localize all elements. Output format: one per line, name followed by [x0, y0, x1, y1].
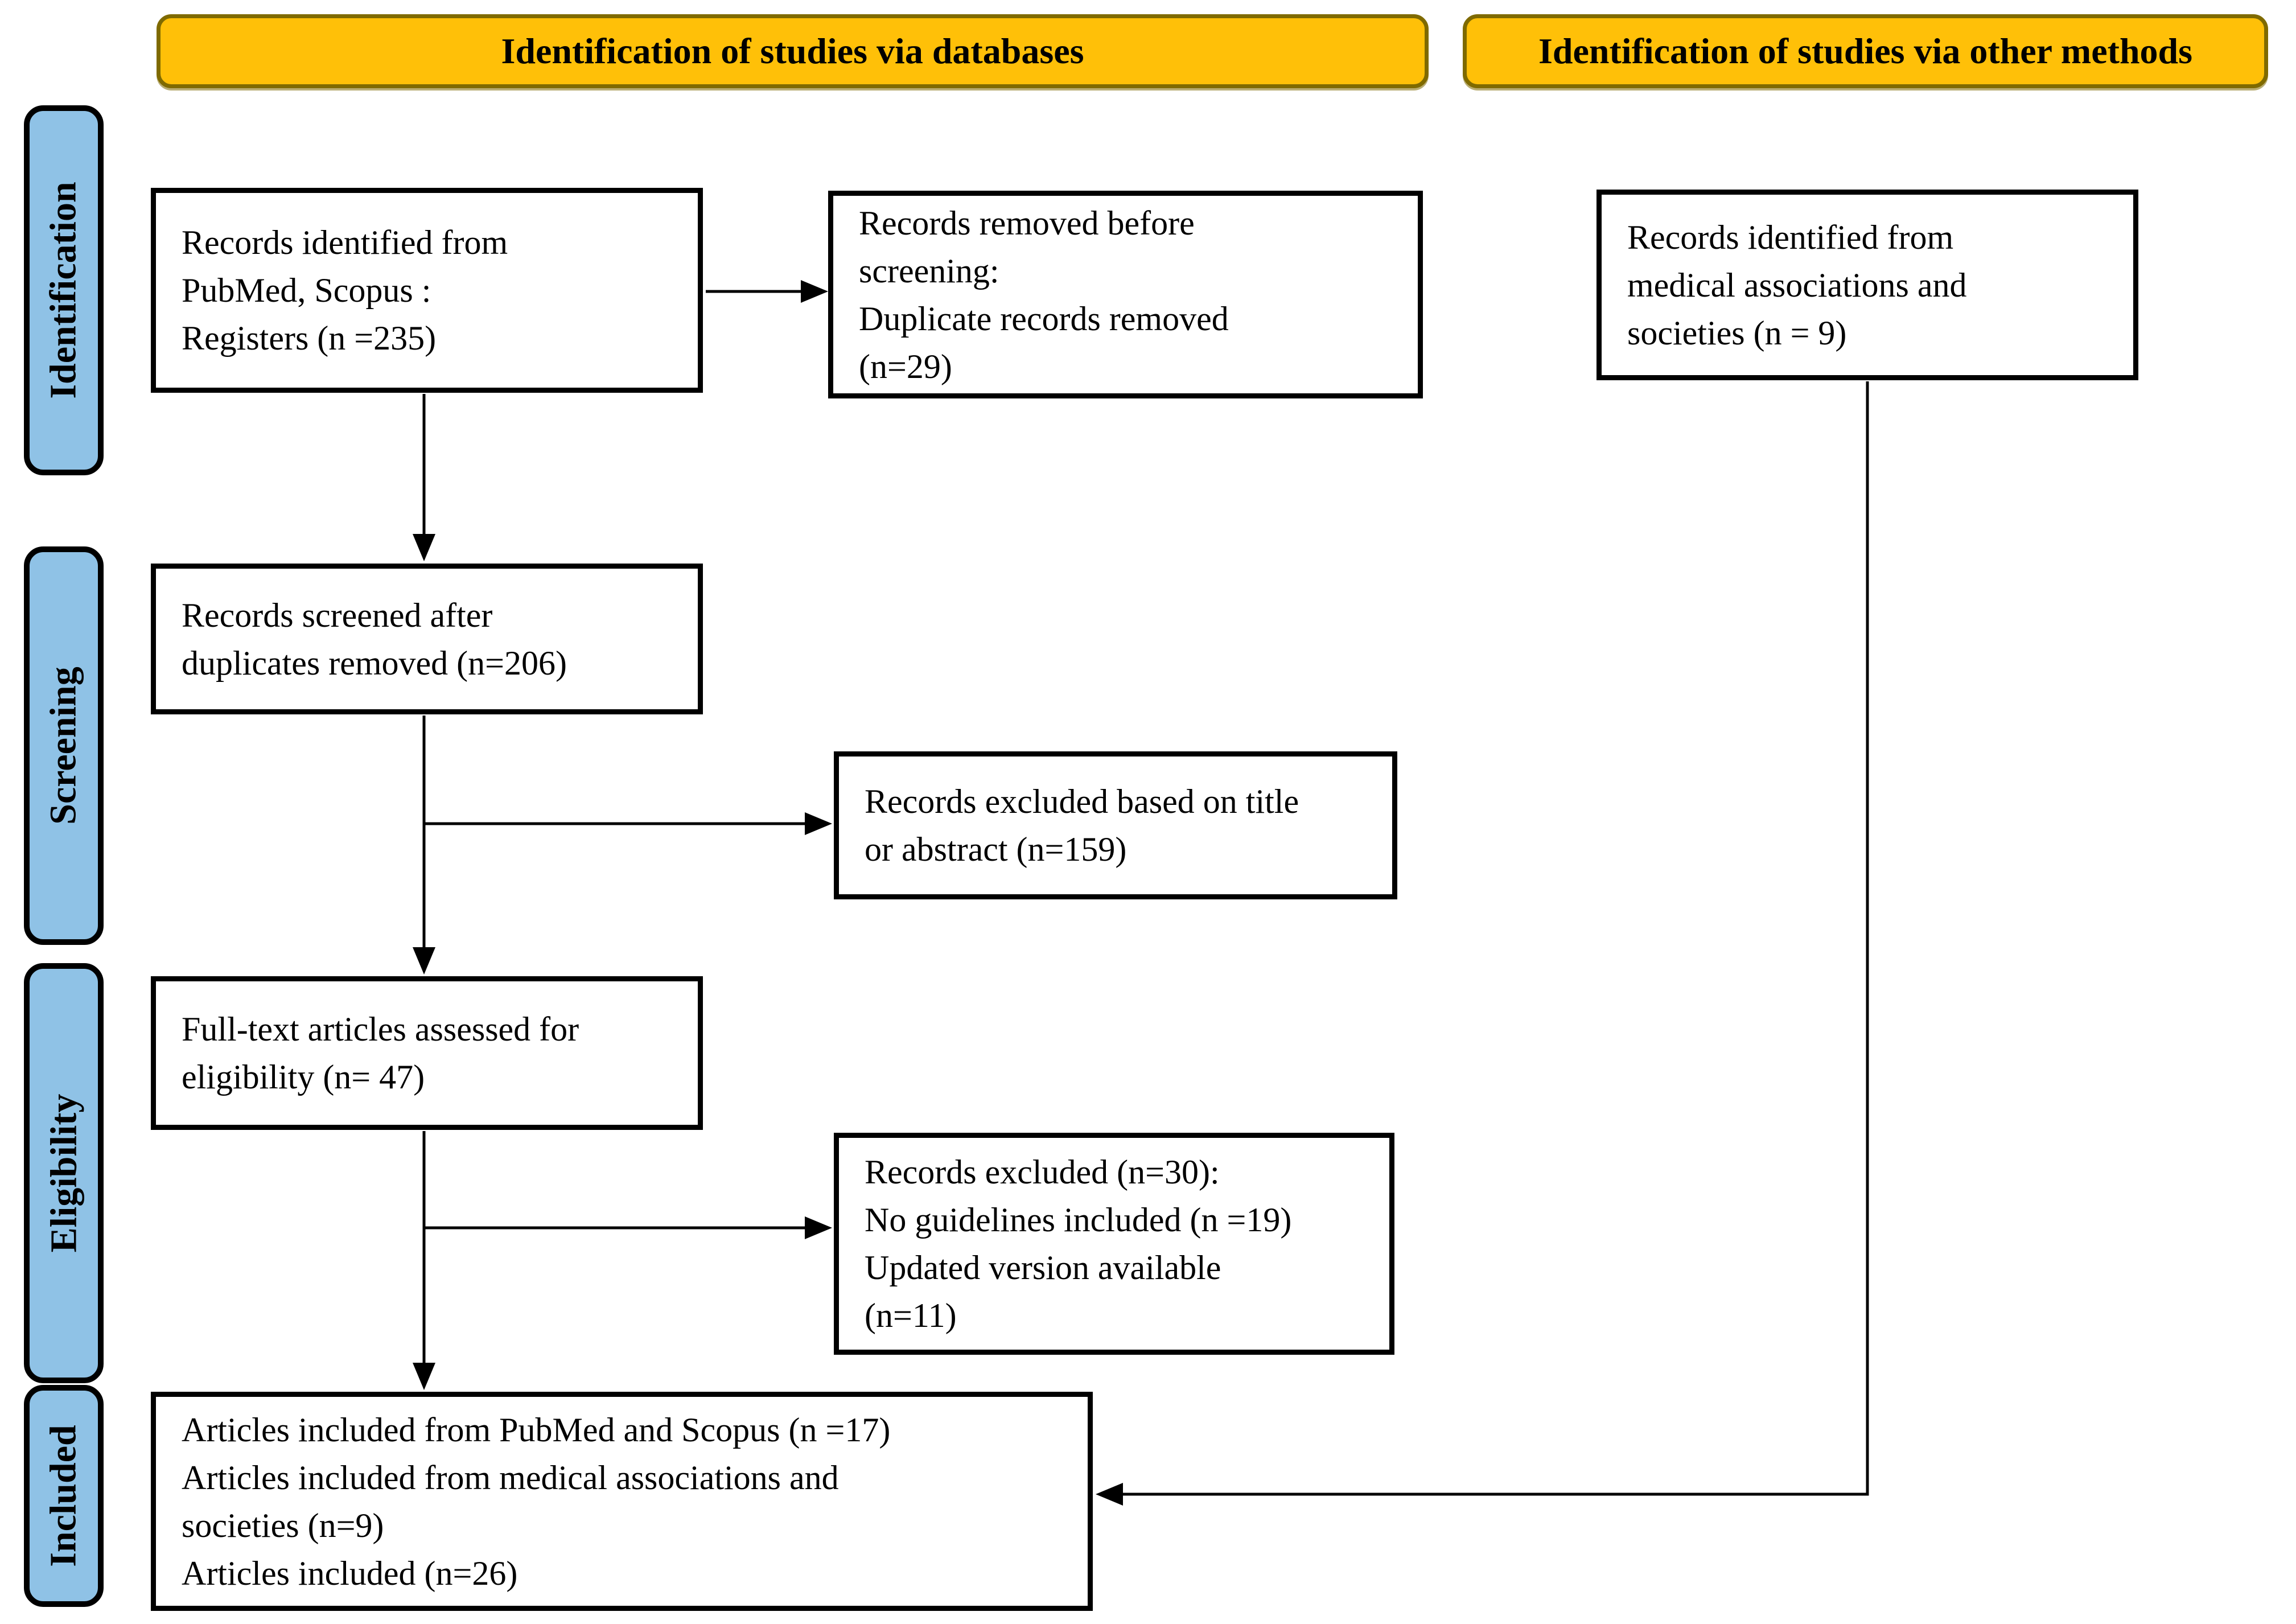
box-records-excluded-fulltext-text: Records excluded (n=30): No guidelines i… — [865, 1153, 1292, 1334]
box-records-identified-databases-text: Records identified from PubMed, Scopus :… — [182, 224, 508, 357]
box-records-screened-text: Records screened after duplicates remove… — [182, 596, 567, 682]
box-articles-included: Articles included from PubMed and Scopus… — [151, 1392, 1093, 1611]
box-records-excluded-title-abstract: Records excluded based on title or abstr… — [834, 751, 1397, 899]
banner-identification-via-databases-label: Identification of studies via databases — [501, 31, 1084, 71]
banner-identification-via-other-methods-label: Identification of studies via other meth… — [1538, 31, 2193, 71]
box-records-excluded-title-abstract-text: Records excluded based on title or abstr… — [865, 783, 1299, 868]
arrowhead-fulltext-to-included — [413, 1363, 435, 1390]
box-records-excluded-fulltext: Records excluded (n=30): No guidelines i… — [834, 1133, 1394, 1355]
arrowhead-branch-excluded-title-abstract — [805, 812, 832, 835]
stage-label-eligibility: Eligibility — [24, 963, 104, 1383]
arrow-other-methods-to-included — [1121, 381, 1869, 1496]
banner-identification-via-databases: Identification of studies via databases — [157, 14, 1429, 88]
box-records-identified-other-methods: Records identified from medical associat… — [1596, 190, 2138, 380]
stage-label-identification: Identification — [24, 105, 104, 475]
arrowhead-identified-to-screened — [413, 534, 435, 561]
stage-label-screening: Screening — [24, 546, 104, 945]
box-fulltext-assessed-text: Full-text articles assessed for eligibil… — [182, 1010, 579, 1096]
box-fulltext-assessed: Full-text articles assessed for eligibil… — [151, 976, 703, 1130]
banner-identification-via-other-methods: Identification of studies via other meth… — [1463, 14, 2268, 88]
arrowhead-identified-to-removed — [801, 280, 828, 303]
arrowhead-branch-excluded-fulltext — [805, 1216, 832, 1239]
box-records-removed-before-screening: Records removed before screening: Duplic… — [828, 191, 1423, 398]
box-records-identified-other-methods-text: Records identified from medical associat… — [1627, 218, 1967, 352]
box-articles-included-text: Articles included from PubMed and Scopus… — [182, 1411, 891, 1592]
arrowhead-screened-to-fulltext — [413, 947, 435, 975]
box-records-identified-databases: Records identified from PubMed, Scopus :… — [151, 188, 703, 393]
box-records-screened: Records screened after duplicates remove… — [151, 564, 703, 714]
stage-label-included: Included — [24, 1385, 104, 1607]
arrowhead-other-methods-to-included — [1096, 1483, 1123, 1506]
box-records-removed-before-screening-text: Records removed before screening: Duplic… — [859, 204, 1229, 385]
